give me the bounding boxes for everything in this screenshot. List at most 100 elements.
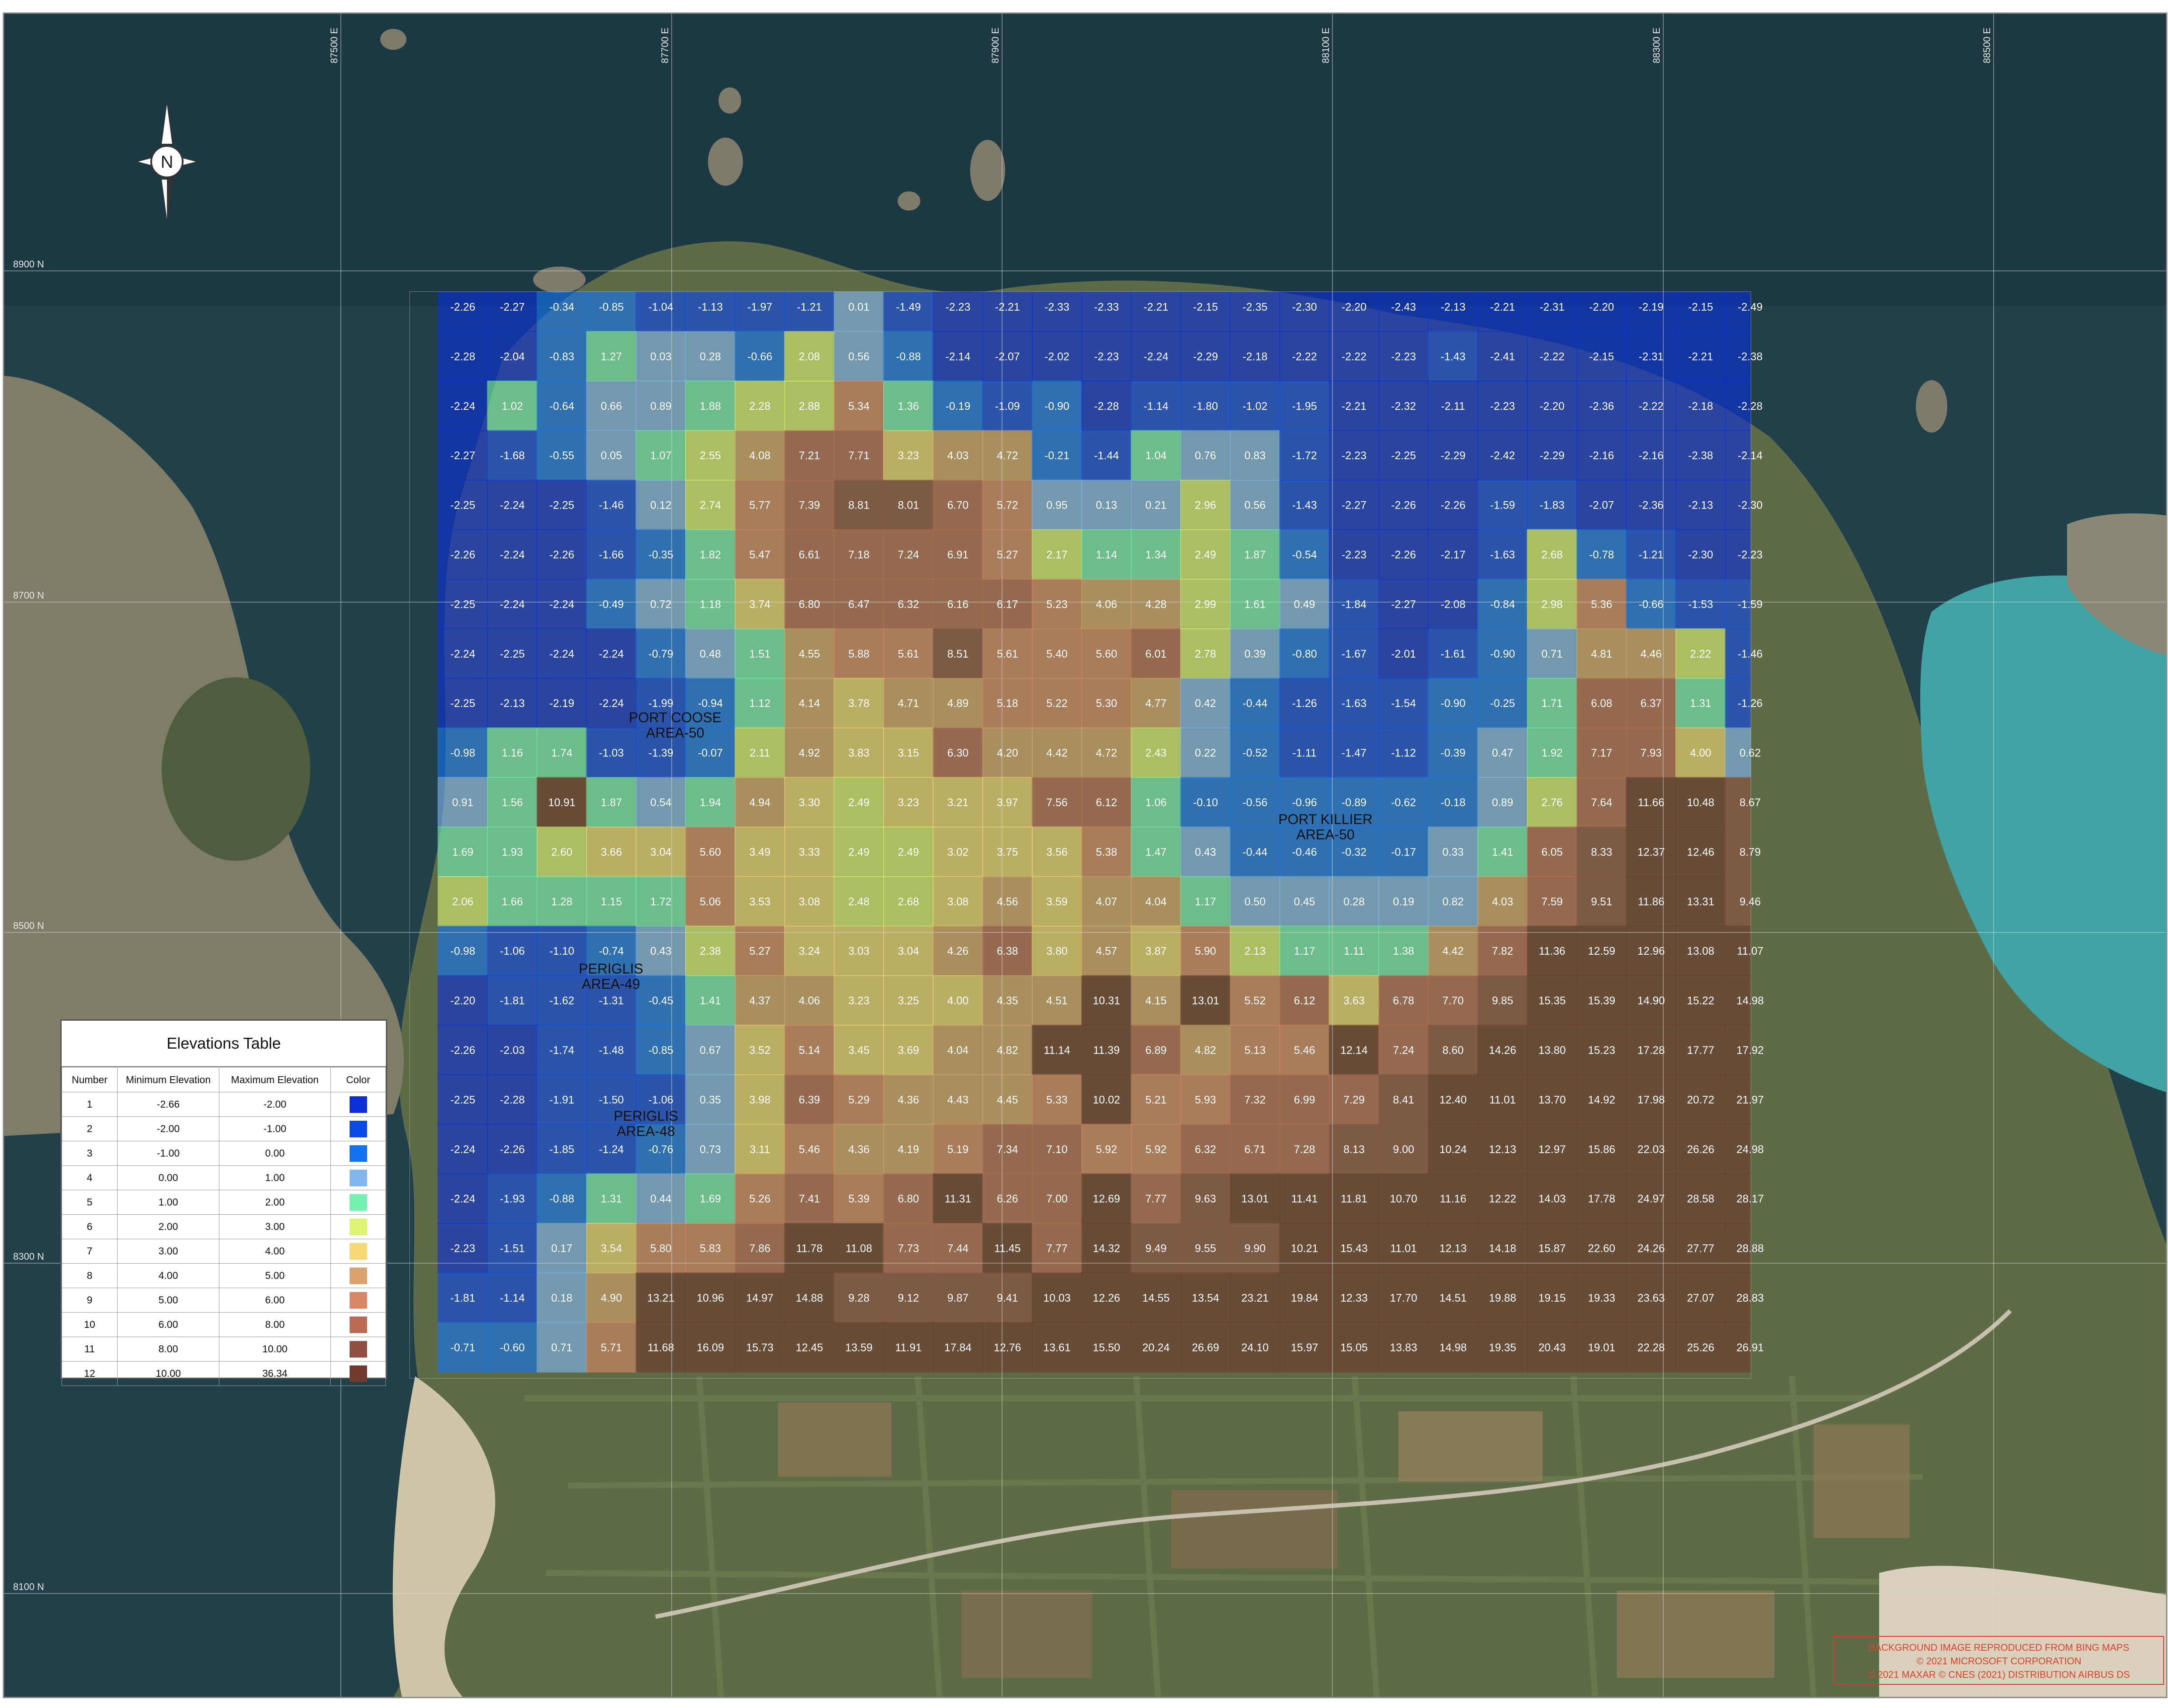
- elevation-value: -2.25: [451, 697, 475, 710]
- elevation-value: 3.23: [898, 797, 919, 809]
- elevation-cell: [635, 1223, 686, 1274]
- elevation-value: -2.26: [451, 549, 475, 561]
- elevation-cell: [1131, 479, 1181, 530]
- elevation-cell: [437, 925, 488, 976]
- elevation-cell: [1378, 479, 1429, 530]
- elevation-value: 14.88: [796, 1292, 823, 1304]
- elevation-cell: [586, 628, 637, 679]
- elevation-value: 0.39: [1244, 648, 1266, 660]
- elevation-cell: [784, 826, 835, 877]
- elevation-value: 10.21: [1291, 1243, 1318, 1255]
- elevation-cell: [1477, 628, 1528, 679]
- area-label-periglis-49-area: AREA-49: [582, 976, 640, 992]
- elevation-value: 0.03: [650, 350, 672, 363]
- elevation-value: 1.36: [898, 400, 919, 412]
- elevation-value: 12.13: [1440, 1243, 1467, 1255]
- elevation-value: 1.69: [700, 1193, 721, 1205]
- elevation-value: -1.81: [500, 995, 525, 1007]
- elevation-cell: [1131, 628, 1181, 679]
- elevation-cell: [487, 381, 538, 431]
- elevation-value: 5.72: [997, 499, 1018, 512]
- elevation-value: 5.71: [601, 1341, 622, 1354]
- elevation-value: 4.72: [1096, 747, 1117, 759]
- elevation-cell: [1378, 381, 1429, 431]
- elevation-cell: [784, 925, 835, 976]
- elevation-class-number: 4: [62, 1165, 118, 1190]
- elevation-cell: [1526, 1074, 1578, 1125]
- elevation-cell: [1477, 678, 1528, 728]
- elevation-cell: [1329, 1272, 1379, 1323]
- elevation-cell: [635, 1124, 686, 1174]
- elevation-cell: [883, 1124, 934, 1174]
- elevation-cell: [784, 1272, 835, 1323]
- elevation-cell: [1477, 925, 1528, 976]
- elevation-cell: [1180, 628, 1231, 679]
- elevation-value: 4.19: [898, 1143, 919, 1156]
- elevation-class-color: [330, 1190, 386, 1215]
- elevation-value: -1.61: [1441, 648, 1466, 660]
- elevation-value: -1.46: [599, 499, 624, 512]
- elevation-cell: [586, 826, 637, 877]
- elevation-value: -2.32: [1391, 400, 1416, 412]
- elevation-value: -2.28: [1738, 400, 1762, 412]
- elevation-cell: [1279, 628, 1330, 679]
- elevation-cell: [536, 975, 587, 1026]
- elevation-value: -0.34: [549, 301, 574, 313]
- elevation-cell: [933, 291, 983, 332]
- elevation-cell: [982, 479, 1033, 530]
- elevation-cell: [685, 1025, 736, 1075]
- elevation-cell: [1279, 381, 1330, 431]
- elevation-value: -1.62: [549, 995, 574, 1007]
- elevation-value: -1.83: [1540, 499, 1564, 512]
- elevation-cell: [1675, 925, 1726, 976]
- elevation-value: 12.69: [1093, 1193, 1120, 1205]
- elevation-value: 1.71: [1541, 697, 1563, 710]
- elevation-cell: [586, 479, 637, 530]
- elevation-value: 12.13: [1489, 1143, 1516, 1156]
- elevation-cell: [1428, 331, 1478, 382]
- elevation-cell: [1081, 1173, 1132, 1224]
- elevation-cell: [1675, 1322, 1726, 1373]
- elevation-value: 9.00: [1393, 1143, 1414, 1156]
- elevation-cell: [1576, 1173, 1627, 1224]
- elevation-value: -1.49: [896, 301, 921, 313]
- elevation-value: 10.96: [697, 1292, 724, 1304]
- elevation-cell: [982, 1124, 1033, 1174]
- area-label-port-killier-area: AREA-50: [1296, 827, 1354, 842]
- elevation-value: -1.50: [599, 1094, 624, 1106]
- elevation-value: 6.05: [1541, 846, 1563, 858]
- elevation-cell: [536, 1124, 587, 1174]
- elevation-value: 4.28: [1145, 598, 1167, 610]
- elevation-cell: [1180, 1322, 1231, 1373]
- elevation-cell: [1180, 678, 1231, 728]
- elevation-cell: [1329, 1074, 1379, 1125]
- elevation-value: 0.62: [1739, 747, 1761, 759]
- elevation-value: -1.80: [1193, 400, 1218, 412]
- elevation-cell: [635, 1272, 686, 1323]
- elevation-value: -0.83: [549, 350, 574, 363]
- elevation-cell: [1626, 381, 1676, 431]
- elevation-cell: [536, 381, 587, 431]
- elevation-value: 14.26: [1489, 1044, 1516, 1057]
- elevation-value: 1.12: [749, 697, 770, 710]
- elevation-cell: [1131, 1223, 1181, 1274]
- elevation-cell: [1477, 529, 1528, 580]
- elevation-class-max: -2.00: [219, 1092, 331, 1117]
- elevation-value: 12.97: [1538, 1143, 1566, 1156]
- elevation-cell: [1031, 1124, 1082, 1174]
- elevation-value: 2.13: [1244, 945, 1266, 957]
- elevation-value: 1.74: [551, 747, 572, 759]
- elevation-value: -2.29: [1540, 450, 1564, 462]
- elevation-cell: [487, 430, 538, 481]
- elevation-value: -2.33: [1094, 301, 1119, 313]
- elevation-cell: [685, 1074, 736, 1125]
- elevation-value: 3.75: [997, 846, 1018, 858]
- area-label-periglis-48-name: PERIGLIS: [614, 1108, 678, 1124]
- elevation-class-color: [330, 1165, 386, 1190]
- elevation-cell: [933, 1124, 983, 1174]
- elevation-cell: [1378, 925, 1429, 976]
- elevation-value: 5.40: [1046, 648, 1068, 660]
- elevation-cell: [1131, 826, 1181, 877]
- elevation-cell: [784, 1124, 835, 1174]
- elevation-value: -2.08: [1441, 598, 1466, 610]
